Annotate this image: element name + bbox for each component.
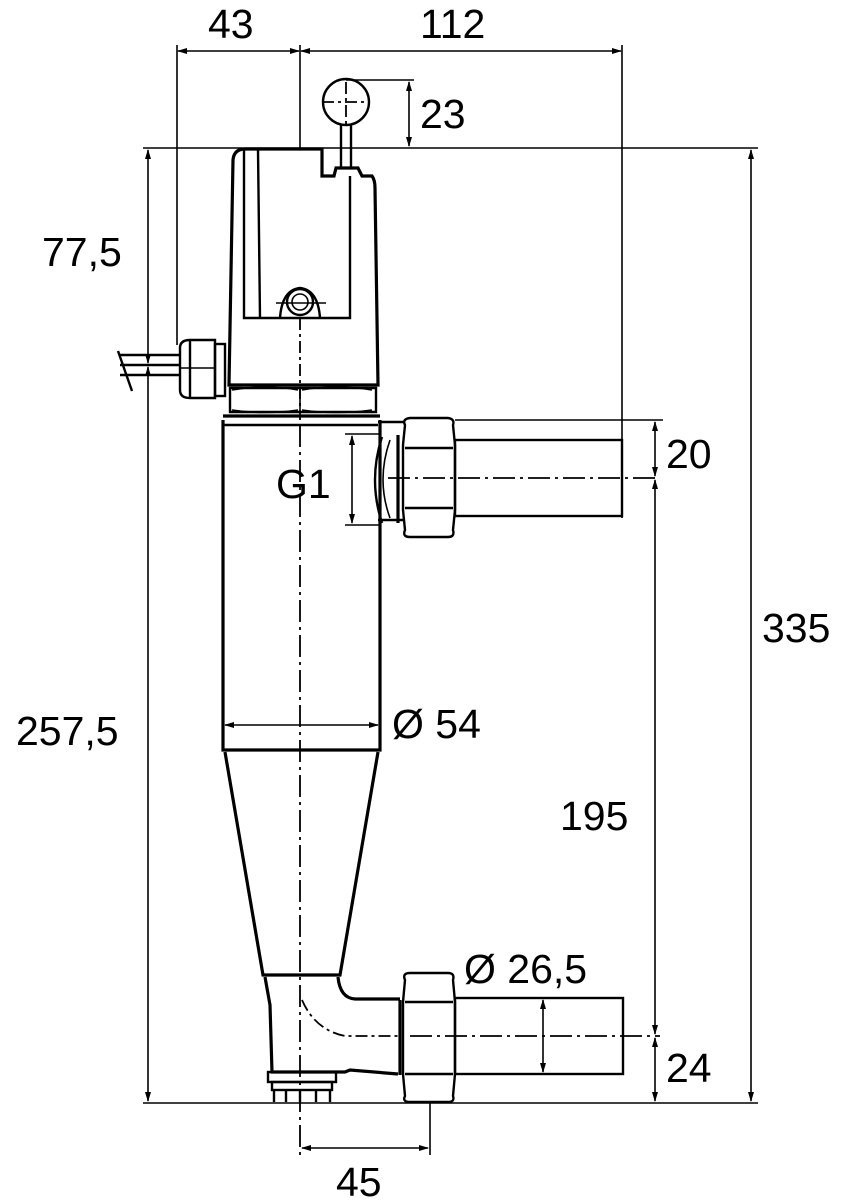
dimension-g1: G1 bbox=[276, 433, 380, 526]
cable-gland bbox=[116, 338, 227, 400]
pump-body bbox=[221, 414, 382, 1155]
dimension-112: 112 bbox=[300, 1, 623, 518]
svg-text:335: 335 bbox=[762, 605, 830, 651]
dimension-45: 45 bbox=[301, 1102, 431, 1200]
dimension-195: 195 bbox=[560, 479, 658, 1035]
svg-text:G1: G1 bbox=[276, 461, 331, 507]
dimension-24: 24 bbox=[652, 1037, 712, 1102]
svg-text:Ø 26,5: Ø 26,5 bbox=[464, 946, 587, 992]
svg-text:112: 112 bbox=[420, 1, 485, 47]
svg-text:257,5: 257,5 bbox=[16, 708, 119, 754]
dimension-diameter-54: Ø 54 bbox=[224, 701, 481, 747]
svg-text:45: 45 bbox=[336, 1159, 382, 1200]
connector-housing bbox=[227, 147, 380, 420]
svg-text:Ø 54: Ø 54 bbox=[392, 701, 481, 747]
dimension-77-5: 77,5 bbox=[42, 149, 151, 364]
svg-text:20: 20 bbox=[666, 431, 712, 477]
dimension-diameter-26-5: Ø 26,5 bbox=[464, 946, 587, 1073]
svg-text:24: 24 bbox=[666, 1045, 712, 1091]
dimension-257-5: 257,5 bbox=[16, 366, 151, 1102]
knob bbox=[321, 77, 414, 168]
reference-lines bbox=[143, 147, 758, 1104]
upper-port bbox=[373, 416, 663, 539]
svg-text:43: 43 bbox=[208, 1, 254, 47]
lower-port bbox=[398, 971, 660, 1104]
dimension-23: 23 bbox=[406, 81, 466, 147]
svg-text:195: 195 bbox=[560, 793, 628, 839]
lower-elbow bbox=[263, 976, 400, 1102]
dimension-20: 20 bbox=[652, 421, 712, 477]
dimension-43: 43 bbox=[176, 1, 301, 345]
svg-text:77,5: 77,5 bbox=[42, 229, 122, 275]
svg-text:23: 23 bbox=[420, 91, 466, 137]
dimension-335: 335 bbox=[748, 149, 830, 1102]
